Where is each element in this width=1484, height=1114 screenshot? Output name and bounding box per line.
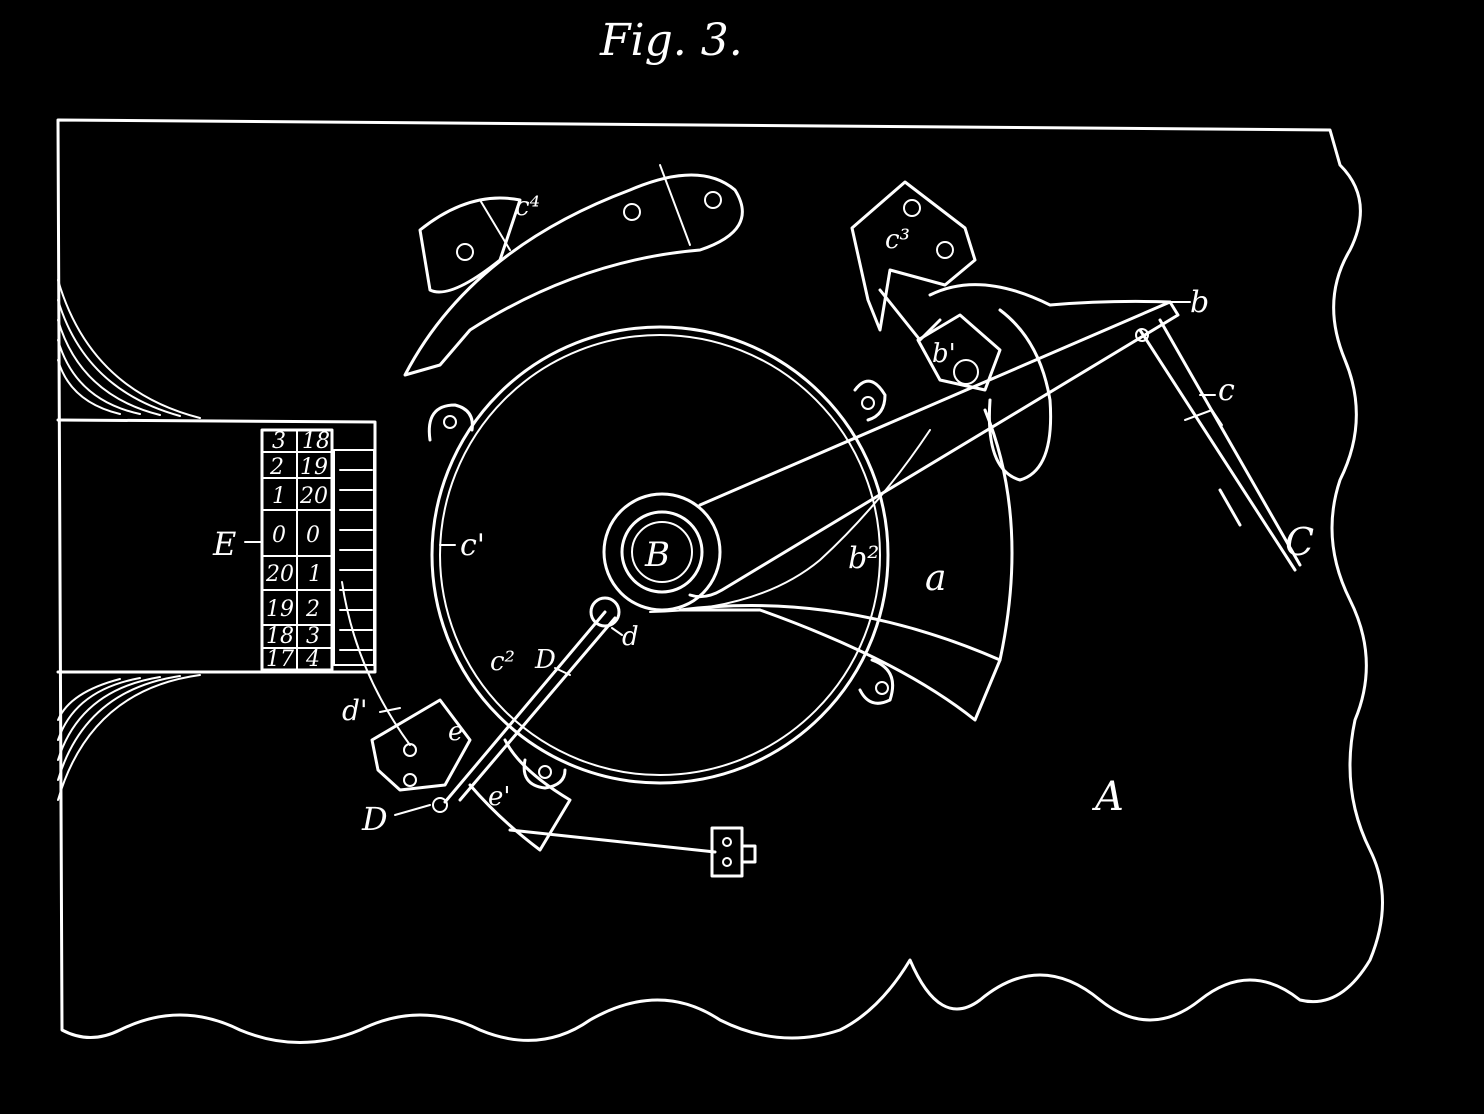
cell-r3-c0: 0 (272, 523, 286, 548)
spring-wire (649, 429, 931, 613)
label-D-upper: D (534, 645, 556, 675)
central-hub (602, 492, 722, 612)
base-plate-outline (56, 118, 1384, 1044)
counter-gear-teeth (333, 449, 375, 666)
figure-title: Fig. 3. (599, 15, 743, 66)
segment-plate (678, 604, 1002, 722)
bracket-e (341, 581, 757, 878)
cell-r1-c0: 2 (269, 455, 284, 480)
label-e: e (448, 717, 463, 747)
label-d1: d' (342, 694, 368, 727)
cell-r5-c0: 19 (266, 597, 294, 622)
left-bottom-hatching (57, 674, 201, 801)
cell-r3-c1: 0 (306, 523, 320, 548)
cell-r7-c1: 4 (305, 647, 320, 672)
segment-arc (983, 408, 1014, 662)
cell-r1-c1: 19 (300, 455, 328, 480)
cell-r2-c1: 20 (299, 484, 328, 509)
label-D-lower: D (361, 800, 388, 838)
label-e1: e' (488, 782, 511, 812)
lever-arm (688, 300, 1180, 599)
label-b: b (1190, 285, 1209, 320)
block-b1 (916, 283, 1172, 482)
label-a: a (925, 558, 946, 599)
label-E: E (212, 525, 236, 563)
label-b2: b² (848, 541, 879, 576)
cell-r0-c1: 18 (302, 429, 330, 454)
cell-r4-c0: 20 (265, 562, 294, 587)
cell-r4-c1: 1 (308, 562, 322, 587)
label-b1: b' (932, 339, 956, 369)
label-c3: c³ (885, 225, 910, 255)
label-d: d (622, 622, 639, 652)
counter-table: 3 18 2 19 1 20 0 0 20 1 19 2 18 3 17 4 (260, 428, 334, 672)
cell-r7-c0: 17 (266, 647, 294, 672)
pawl-bracket-c4 (403, 164, 744, 377)
label-c1: c' (460, 528, 485, 563)
cell-r2-c0: 1 (272, 484, 286, 509)
rod-c (1135, 318, 1302, 572)
label-C: C (1285, 520, 1314, 564)
label-A: A (1091, 774, 1124, 820)
label-c2: c² (490, 647, 515, 677)
link-d (443, 596, 621, 804)
cell-r0-c0: 3 (272, 429, 286, 454)
left-top-hatching (57, 279, 201, 419)
label-c4: c⁴ (515, 192, 540, 222)
cell-r6-c1: 3 (306, 624, 320, 649)
leader-lines (244, 301, 1216, 816)
label-c: c (1218, 373, 1235, 408)
cell-r6-c0: 18 (266, 624, 294, 649)
cell-r5-c1: 2 (305, 597, 320, 622)
main-disc (427, 325, 895, 790)
label-B: B (644, 535, 670, 575)
